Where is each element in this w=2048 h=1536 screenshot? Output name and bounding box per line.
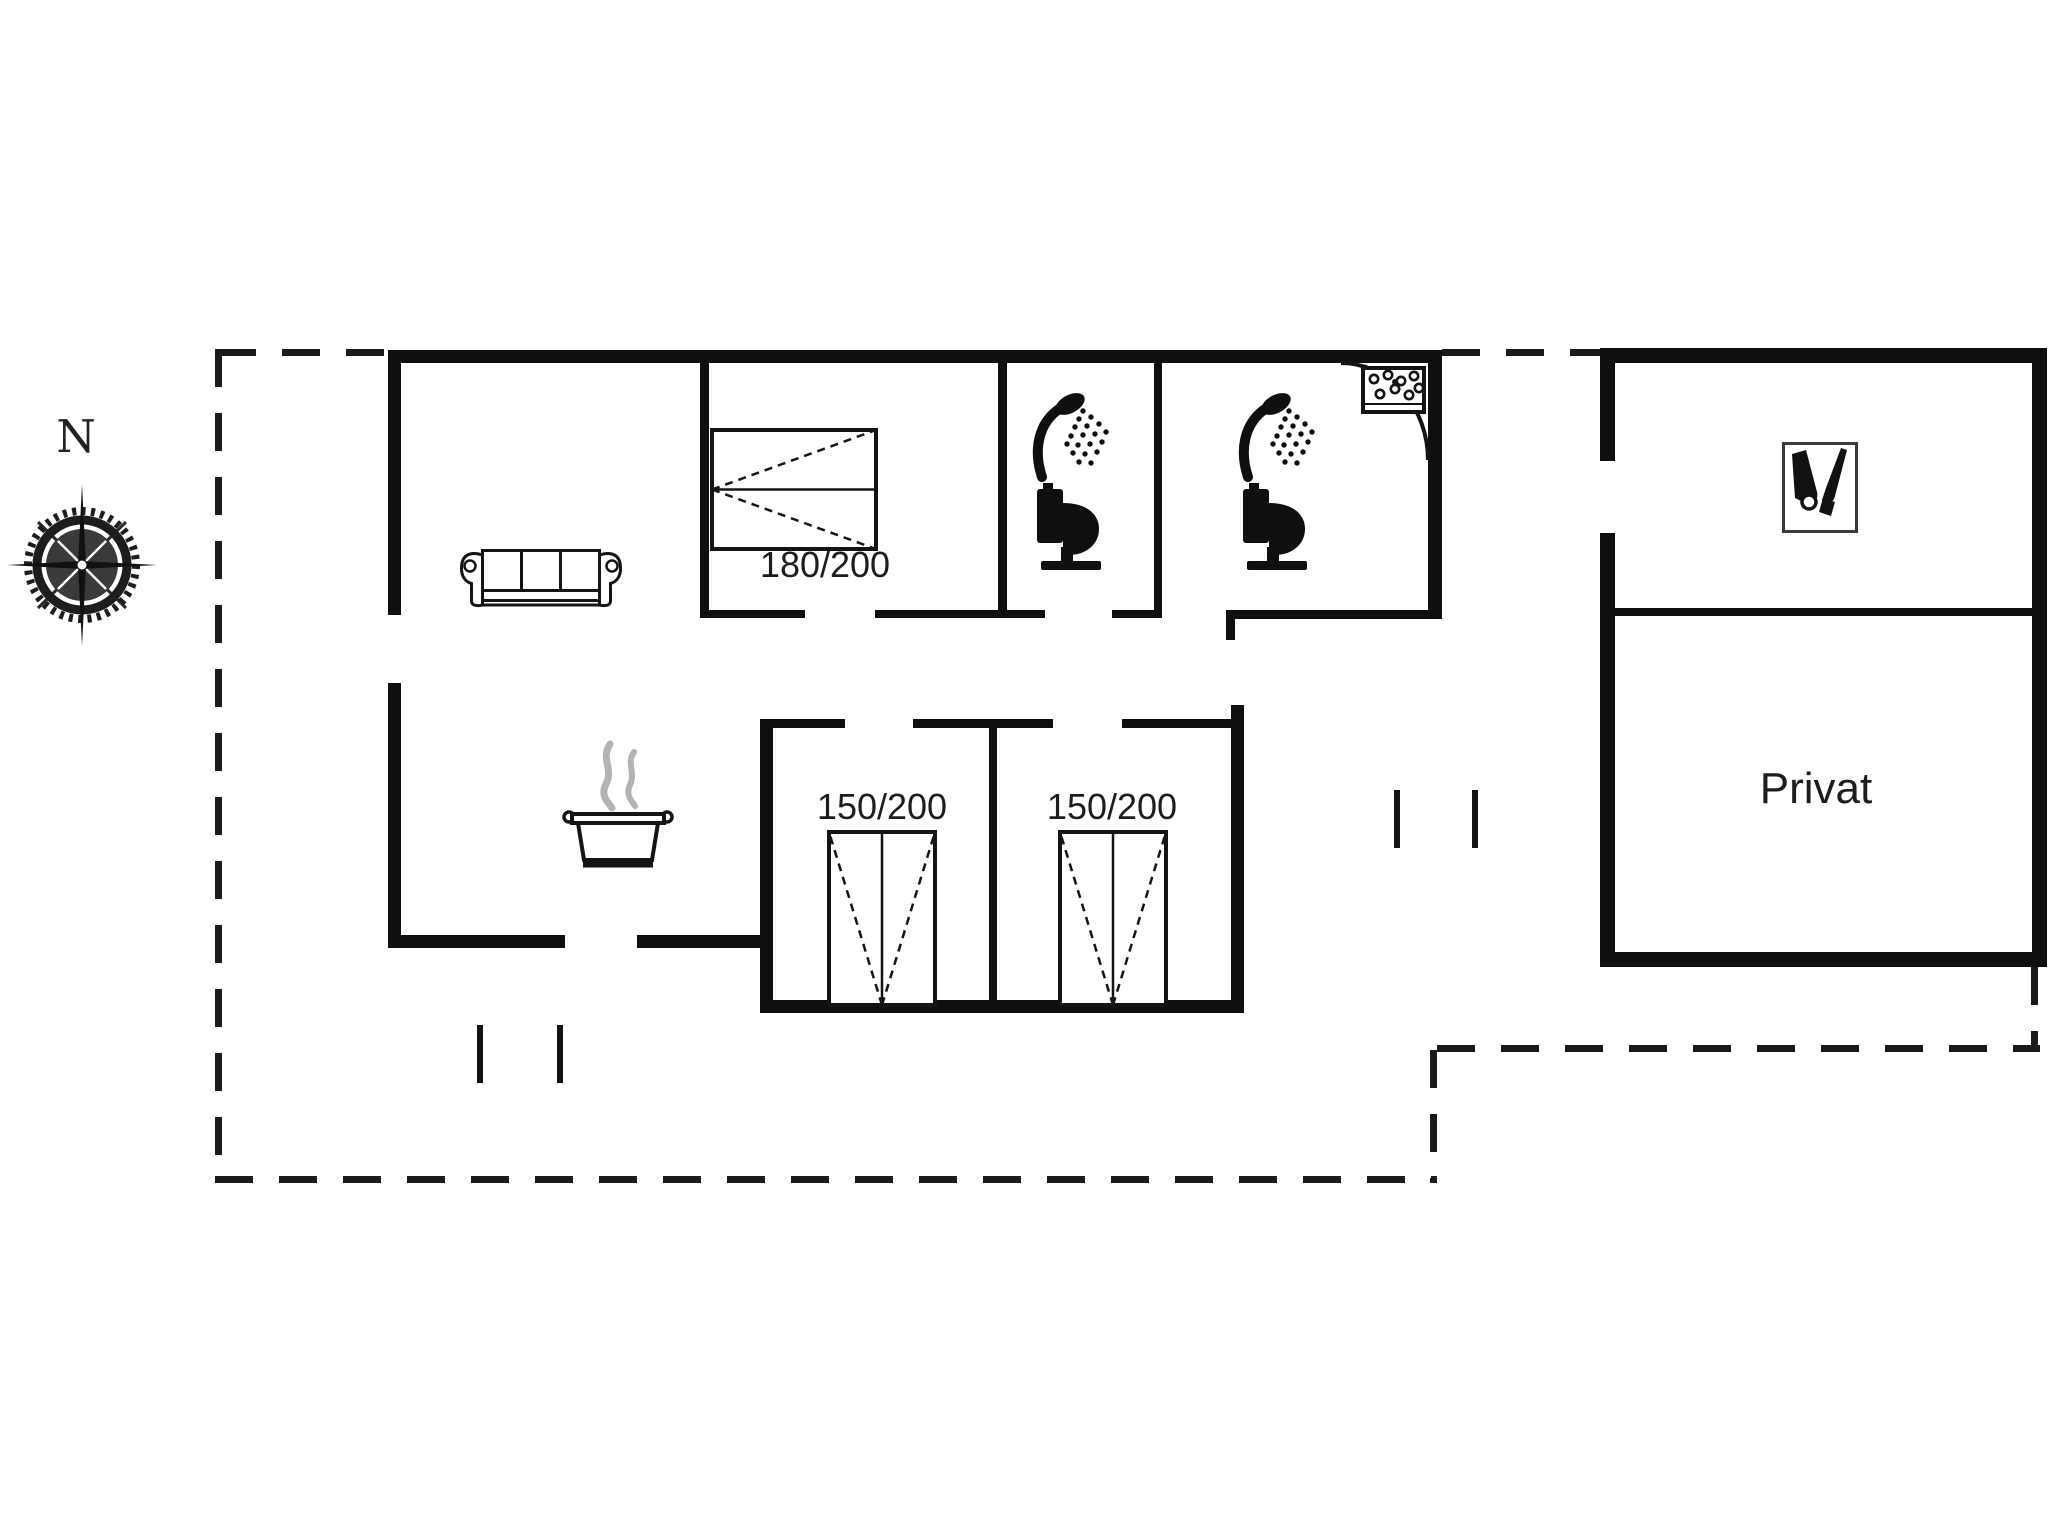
boundary-dashed-left (215, 349, 222, 1183)
wall-divider-living-bedroom (700, 363, 709, 618)
wall-divider-bath1-bath2 (1154, 363, 1162, 618)
wall-bath2-bottom (1230, 610, 1442, 619)
wall-annex-bottom (1603, 952, 2047, 967)
wall-right-main (1428, 350, 1442, 618)
wall-left-upper (388, 350, 401, 615)
entrance-marker (477, 1025, 483, 1083)
wall-bottom-kitchen (637, 935, 763, 948)
wall-left-lower (388, 683, 401, 948)
shower-icon (1238, 393, 1315, 482)
sofa-icon (459, 549, 623, 608)
entrance-marker (1394, 790, 1400, 848)
bed-size-label-single-right: 150/200 (1046, 786, 1178, 827)
compass-north-label: N (56, 410, 96, 463)
double-bed-icon (710, 428, 878, 551)
entrance-marker (557, 1025, 563, 1083)
boundary-dashed-step-horizontal (1437, 1045, 2040, 1052)
toilet-icon (1243, 483, 1307, 570)
wall-bedblock-left (760, 723, 773, 1013)
compass-rose-icon (7, 484, 157, 646)
wall-bedblock-top-c (1122, 719, 1238, 728)
wall-bedblock-top-b (913, 719, 1053, 728)
wall-bedblock-right (1231, 705, 1244, 1013)
boundary-dashed-annex-connector (2031, 967, 2038, 1052)
cleaning-tools-icon (1782, 442, 1858, 533)
single-bed-icon (1058, 830, 1168, 1007)
wall-divider-bedroom-bath1 (998, 363, 1007, 618)
boundary-dashed-top-left (218, 349, 388, 356)
washbasin-icon (1340, 361, 1430, 461)
toilet-icon (1037, 483, 1101, 570)
wall-bedblock-divider (989, 728, 997, 1000)
wall-bath1-bottom-a (1002, 610, 1045, 618)
wall-bedblock-top-a (760, 719, 845, 728)
wall-bedroom-bottom-a (704, 610, 805, 618)
wall-annex-left-upper (1600, 348, 1615, 461)
shower-icon (1032, 393, 1109, 482)
annex-room-label: Privat (1759, 764, 1873, 813)
wall-annex-left-lower (1600, 533, 1615, 967)
wall-bath2-stub (1226, 610, 1235, 640)
boundary-dashed-bottom (215, 1176, 1437, 1183)
wall-top-main (388, 350, 1442, 363)
bed-size-label-double: 180/200 (759, 544, 891, 585)
entrance-marker (1472, 790, 1478, 848)
wall-annex-interior (1603, 608, 2047, 616)
wall-bottom-living (388, 935, 565, 948)
bed-size-label-single-left: 150/200 (816, 786, 948, 827)
wall-bedroom-bottom-b (875, 610, 1002, 618)
wall-bath1-bottom-b (1112, 610, 1162, 618)
wall-annex-top (1603, 348, 2047, 363)
wall-annex-right (2032, 348, 2047, 967)
boundary-dashed-step-vertical (1430, 1050, 1437, 1183)
boundary-dashed-top-right (1442, 349, 1603, 356)
single-bed-icon (827, 830, 937, 1007)
cooking-pot-icon (562, 740, 674, 868)
